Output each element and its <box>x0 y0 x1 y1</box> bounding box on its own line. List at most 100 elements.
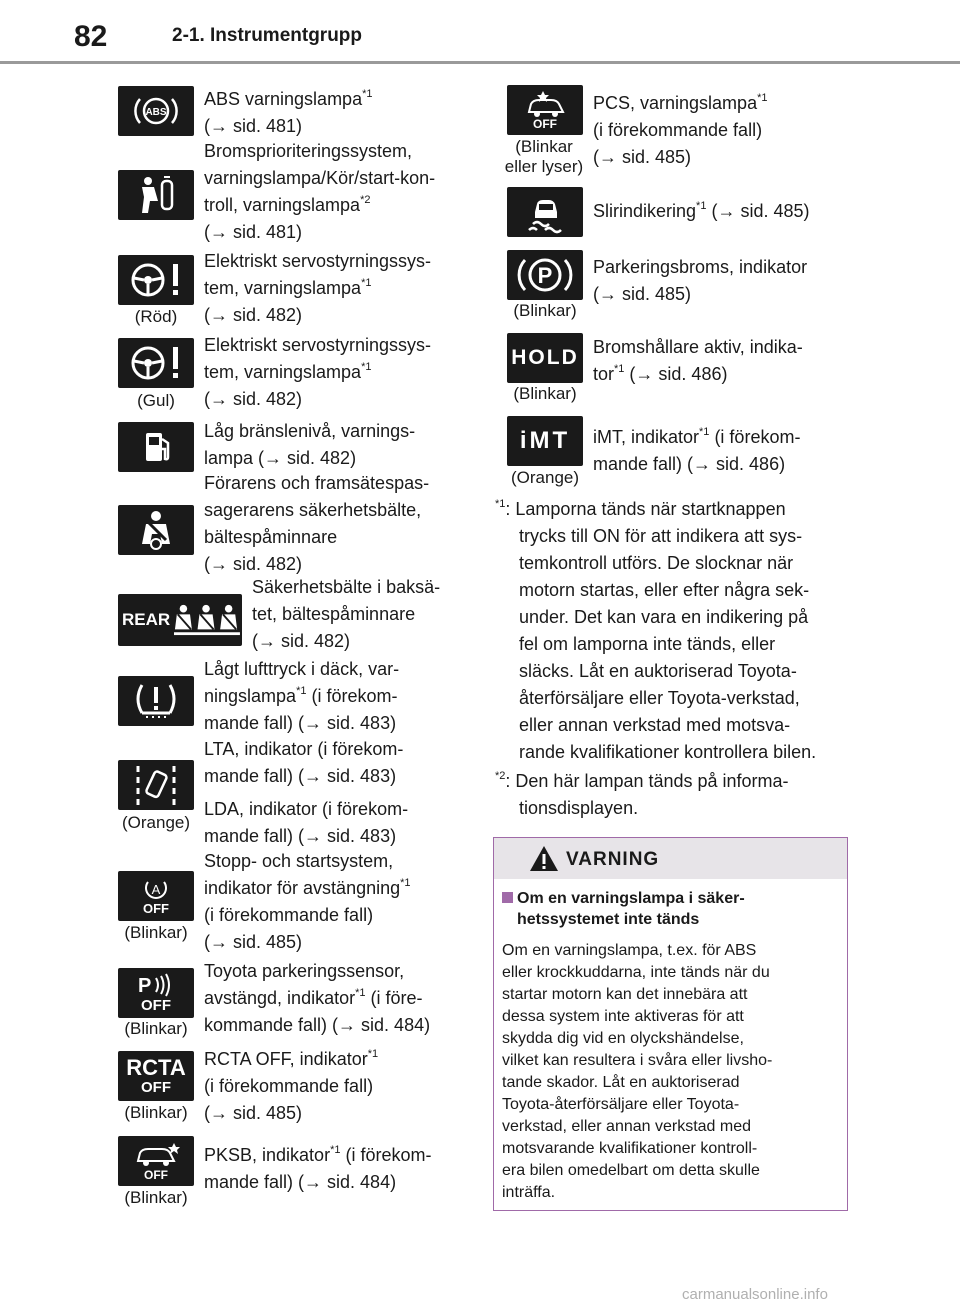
parking-sensor-off-icon: P OFF <box>118 968 194 1018</box>
lane-icon <box>118 760 194 810</box>
steering-warning-icon <box>118 255 194 305</box>
tire-pressure-icon <box>118 676 194 726</box>
icon-caption: (Blinkar) <box>513 301 577 320</box>
pcs-description: PCS, varningslampa*1 (i förekommande fal… <box>593 90 767 171</box>
page-header: 82 2-1. Instrumentgrupp <box>0 0 960 64</box>
slip-description: Slirindikering*1 (→ sid. 485) <box>593 198 810 225</box>
slip-icon <box>507 187 583 237</box>
off-label: OFF <box>144 1167 168 1182</box>
eps-red-description: Elektriskt servostyrningssys- tem, varni… <box>204 248 431 329</box>
warning-body: Om en varningslampa, t.ex. för ABS eller… <box>502 942 773 1201</box>
desc-line: RCTA OFF, indikator*1 <box>204 1048 379 1070</box>
footnote-2: *2: Den här lampan tänds på informa- tio… <box>495 770 789 819</box>
desc-line: avstängd, indikator*1 (i före- <box>204 987 423 1009</box>
desc-line: (→ sid. 485) <box>204 932 303 952</box>
lane-description: LTA, indikator (i förekom- mande fall) (… <box>204 736 403 790</box>
pcs-off-icon: OFF <box>507 85 583 135</box>
seatbelt-description: Förarens och framsätespas- sagerarens sä… <box>204 470 429 578</box>
rcta-off-icon: RCTA OFF <box>118 1051 194 1101</box>
footnote-mark: *2 <box>360 194 371 206</box>
fuel-description: Låg bränslenivå, varnings- lampa (→ sid.… <box>204 418 415 472</box>
pksb-description: PKSB, indikator*1 (i förekom- mande fall… <box>204 1142 431 1196</box>
desc-line: lampa (→ sid. 482) <box>204 448 357 468</box>
desc-line: (→ sid. 482) <box>204 305 303 325</box>
footnote-mark: *1 <box>367 1048 379 1060</box>
desc-line: (→ sid. 485) <box>593 147 692 167</box>
desc-line: Förarens och framsätespas- <box>204 473 430 493</box>
footnote-mark: *1 <box>296 685 307 697</box>
desc-line: kommande fall) (→ sid. 484) <box>204 1015 431 1035</box>
desc-line: tem, varningslampa*1 <box>204 277 372 299</box>
footnote-mark: *1 <box>361 277 372 289</box>
desc-line: LTA, indikator (i förekom- <box>204 739 404 759</box>
warning-header: VARNING <box>494 838 847 879</box>
rcta-description: RCTA OFF, indikator*1 (i förekommande fa… <box>204 1046 378 1127</box>
desc-line: (i förekommande fall) <box>204 905 374 925</box>
desc-line: (→ sid. 481) <box>204 116 303 136</box>
footnote-mark: *1 <box>495 498 506 510</box>
icon-caption: (Blinkar) <box>124 1103 188 1122</box>
desc-line: iMT, indikator*1 (i förekom- <box>593 426 801 448</box>
footnote-1: *1: Lamporna tänds när startknappen tryc… <box>495 498 817 763</box>
pksb-off-icon: OFF <box>118 1136 194 1186</box>
parking-sensor-description: Toyota parkeringssensor, avstängd, indik… <box>204 958 430 1039</box>
rcta-label: RCTA <box>126 1055 186 1080</box>
desc-line: mande fall) (→ sid. 483) <box>204 713 397 733</box>
stop-start-description: Stopp- och startsystem, indikator för av… <box>204 848 411 956</box>
desc-line: tem, varningslampa*1 <box>204 361 372 383</box>
off-label: OFF <box>533 116 557 131</box>
rear-seatbelt-description: Säkerhetsbälte i baksä- tet, bältespåmin… <box>252 574 440 655</box>
warning-title: VARNING <box>566 849 660 870</box>
footnote-mark: *1 <box>696 200 707 212</box>
desc-line: Elektriskt servostyrningssys- <box>204 335 432 355</box>
desc-line: (i förekommande fall) <box>593 120 763 140</box>
desc-line: PKSB, indikator*1 (i förekom- <box>204 1144 432 1166</box>
icon-caption: (Blinkar) <box>513 384 577 403</box>
footnote-mark: *2 <box>495 770 506 782</box>
desc-line: bältespåminnare <box>204 527 338 547</box>
fuel-icon <box>118 422 194 472</box>
desc-line: (→ sid. 485) <box>593 284 692 304</box>
desc-line: mande fall) (→ sid. 486) <box>593 454 786 474</box>
desc-line: Slirindikering*1 (→ sid. 485) <box>593 200 810 222</box>
rear-label: REAR <box>122 610 171 629</box>
desc-line: Låg bränslenivå, varnings- <box>204 421 416 441</box>
icon-caption: (Gul) <box>137 391 175 410</box>
desc-line: Säkerhetsbälte i baksä- <box>252 577 441 597</box>
svg-text:P: P <box>138 975 151 997</box>
abs-icon: ABS <box>118 86 194 136</box>
desc-line: varningslampa/Kör/start-kon- <box>204 168 436 188</box>
desc-line: (→ sid. 482) <box>204 389 303 409</box>
desc-line: (→ sid. 482) <box>252 631 351 651</box>
desc-line: sagerarens säkerhetsbälte, <box>204 500 422 520</box>
icon-caption: (Orange) <box>121 813 191 832</box>
svg-text:A: A <box>152 882 161 897</box>
off-label: OFF <box>141 1079 171 1096</box>
tire-pressure-description: Lågt lufttryck i däck, var- ningslampa*1… <box>204 656 399 737</box>
desc-line: (i förekommande fall) <box>204 1076 374 1096</box>
desc-line: ABS varningslampa*1 <box>204 88 373 110</box>
watermark: carmanualsonline.info <box>682 1286 828 1303</box>
icon-caption: (Blinkar) <box>124 923 188 942</box>
icon-caption: (Blinkar) <box>124 1019 188 1038</box>
footnote-mark: *1 <box>699 426 710 438</box>
rear-seatbelt-icon: REAR <box>118 594 242 646</box>
desc-line: indikator för avstängning*1 <box>204 877 411 899</box>
desc-line: (→ sid. 485) <box>204 1103 303 1123</box>
header-divider <box>0 61 960 64</box>
parking-letter: P <box>538 263 553 288</box>
section-title: 2-1. Instrumentgrupp <box>172 25 363 46</box>
desc-line: (→ sid. 481) <box>204 222 303 242</box>
brake-override-icon <box>118 170 194 220</box>
footnote-mark: *1 <box>757 92 768 104</box>
hold-icon: HOLD <box>507 333 583 383</box>
imt-label: iMT <box>519 427 571 454</box>
footnote-mark: *1 <box>614 363 625 375</box>
desc-line: mande fall) (→ sid. 483) <box>204 826 397 846</box>
desc-line: tet, bältespåminnare <box>252 604 416 624</box>
footnote-mark: *1 <box>361 361 372 373</box>
svg-text:ABS: ABS <box>145 107 166 118</box>
brake-override-description: Bromsprioriteringssystem, varningslampa/… <box>204 138 435 246</box>
desc-line: PCS, varningslampa*1 <box>593 92 768 114</box>
lane-description-lda: LDA, indikator (i förekom- mande fall) (… <box>204 796 408 850</box>
